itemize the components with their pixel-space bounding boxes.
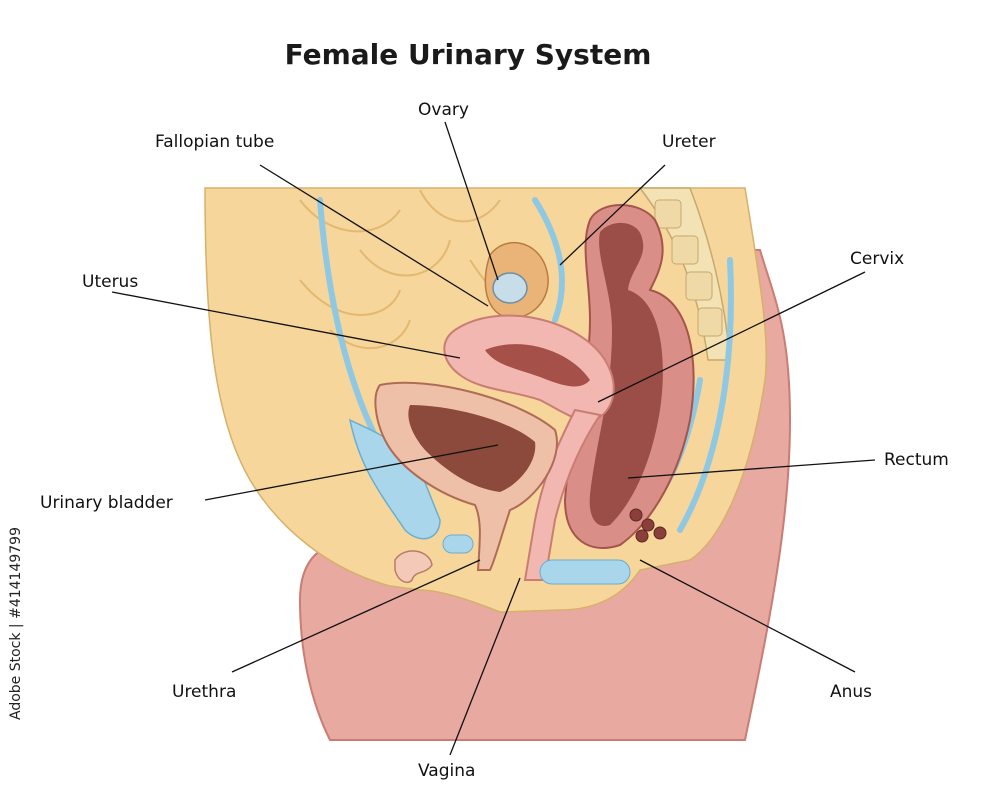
label-ovary: Ovary xyxy=(418,100,469,120)
spine xyxy=(638,187,731,361)
label-fallopian-tube: Fallopian tube xyxy=(155,132,275,152)
label-uterus: Uterus xyxy=(82,272,139,292)
label-vagina: Vagina xyxy=(418,761,476,781)
diagram-title: Female Urinary System xyxy=(284,38,652,71)
label-ureter: Ureter xyxy=(662,132,716,152)
urethra-opening xyxy=(442,534,474,554)
ovary-shape xyxy=(484,241,549,319)
pubic-bone xyxy=(394,550,433,583)
label-anus: Anus xyxy=(830,682,873,702)
stock-id-text: Adobe Stock | #414149799 xyxy=(8,527,24,720)
label-rectum: Rectum xyxy=(884,450,949,470)
bladder-shape xyxy=(374,381,558,571)
rectum-shape xyxy=(563,204,695,549)
uterus-shape xyxy=(443,314,615,422)
leader-lines xyxy=(111,121,876,756)
anus-sphincter xyxy=(539,559,631,585)
label-urinary-bladder: Urinary bladder xyxy=(40,493,173,513)
label-cervix: Cervix xyxy=(850,249,905,269)
label-urethra: Urethra xyxy=(172,682,237,702)
